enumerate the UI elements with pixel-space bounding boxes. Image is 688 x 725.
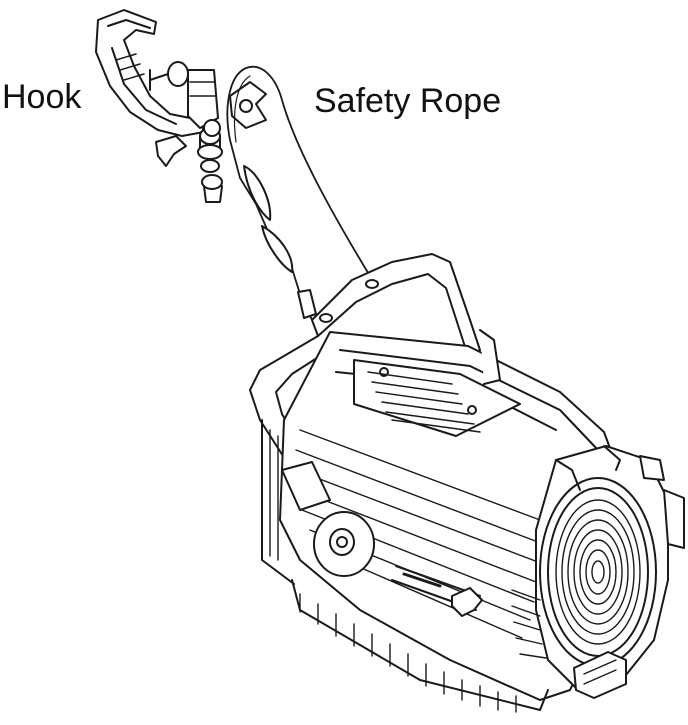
lamp-body (261, 329, 619, 713)
hook-label: Hook (2, 78, 82, 116)
safety-rope (226, 65, 371, 321)
hook-clamp (95, 9, 267, 203)
safety-rope-label: Safety Rope (314, 82, 502, 120)
tilt-lock-knob (281, 461, 375, 577)
fresnel-lens-front (511, 445, 685, 699)
